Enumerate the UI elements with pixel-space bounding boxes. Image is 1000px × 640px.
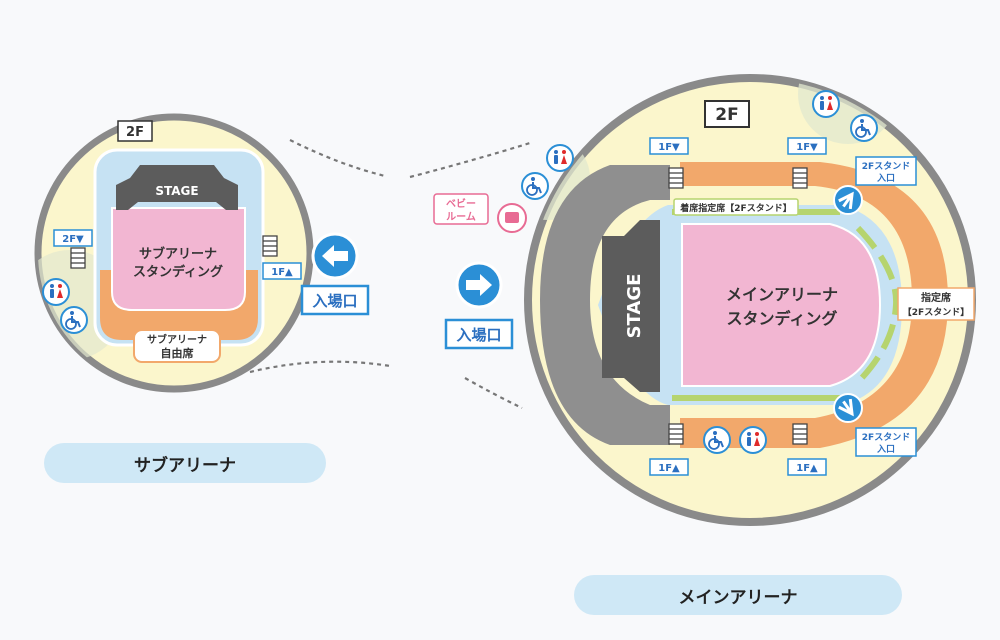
- restroom-icon: [546, 144, 574, 172]
- main-floor-label-box: [704, 100, 750, 128]
- sub-entrance-label: 入場口: [312, 292, 357, 310]
- main-stand-entrance-top-line2: 入口: [876, 173, 895, 184]
- arrow-left-icon: [322, 245, 348, 267]
- main-stand-entrance-bottom-line2: 入口: [876, 444, 895, 455]
- restroom-icon: [812, 90, 840, 118]
- baby-room-line1: ベビー: [446, 197, 476, 210]
- main-seated-reserved-badge: [673, 198, 799, 216]
- sub-free-seat-badge: [133, 329, 221, 363]
- restroom-icon: [42, 278, 70, 306]
- sub-free-seat-line1: サブアリーナ: [147, 333, 207, 346]
- stroller-icon: [505, 212, 519, 223]
- main-stage: [602, 220, 660, 392]
- sub-standing-label-line1: サブアリーナ: [139, 246, 217, 262]
- stairs-icon: [792, 423, 808, 445]
- sub-entrance-badge: [300, 284, 370, 316]
- main-stage-label: STAGE: [624, 274, 645, 339]
- main-stand-entrance-top-line1: 2Fスタンド: [862, 160, 910, 172]
- main-standing-label-line2: スタンディング: [727, 309, 838, 328]
- wheelchair-icon: [703, 426, 731, 454]
- restroom-icon: [739, 426, 767, 454]
- main-stair-1f-down-badge-left: [649, 137, 689, 155]
- main-arena-caption: メインアリーナ: [574, 575, 902, 615]
- main-grey-stand: [540, 165, 670, 445]
- main-standing-label-line1: メインアリーナ: [726, 285, 838, 304]
- connector-line-main-top: [409, 141, 531, 179]
- connector-line-bottom-left: [249, 360, 391, 374]
- baby-room-line2: ルーム: [446, 211, 476, 223]
- sub-arena-caption: サブアリーナ: [44, 443, 326, 483]
- main-stair-1f-down-label-left: 1F▼: [658, 142, 680, 153]
- main-stand-area: [680, 162, 948, 448]
- wheelchair-icon: [521, 172, 549, 200]
- stairs-icon: [668, 423, 684, 445]
- wheelchair-icon: [850, 114, 878, 142]
- connector-line-top: [289, 139, 386, 178]
- main-entrance-label: 入場口: [456, 326, 501, 344]
- main-stand-entrance-bottom-badge: [855, 427, 917, 457]
- main-reserved-line1: 指定席: [921, 291, 951, 304]
- main-stair-1f-up-badge-right: [787, 458, 827, 476]
- main-reserved-badge: [897, 287, 975, 321]
- sub-stair-2f-down-label: 2F▼: [62, 234, 84, 245]
- stairs-icon: [262, 235, 278, 257]
- arrow-right-icon: [466, 274, 492, 296]
- sub-free-seat-line2: 自由席: [161, 346, 194, 360]
- stairs-icon: [668, 167, 684, 189]
- sub-arena: STAGE サブアリーナ スタンディング サブアリーナ 自由席 2F 2F▼ 1…: [34, 113, 314, 393]
- sub-arena-stage: [116, 165, 238, 210]
- sub-stage-label: STAGE: [155, 184, 198, 198]
- connector-line-main-bottom: [464, 377, 523, 409]
- main-stair-1f-up-badge-left: [649, 458, 689, 476]
- main-arena: STAGE メインアリーナ スタンディング 着席指定席【2Fスタンド】 指定席 …: [433, 74, 976, 526]
- main-stair-1f-up-label-left: 1F▲: [658, 463, 680, 474]
- sub-standing-label-line2: スタンディング: [133, 264, 223, 280]
- arrow-up-icon: [838, 191, 854, 210]
- arrow-down-icon: [838, 398, 854, 417]
- main-reserved-line2: 【2Fスタンド】: [903, 306, 969, 318]
- main-entrance-badge: [444, 318, 514, 350]
- main-stair-1f-down-badge-right: [787, 137, 827, 155]
- main-stair-1f-up-label-right: 1F▲: [796, 463, 818, 474]
- wheelchair-icon: [60, 306, 88, 334]
- sub-arena-standing-area: [111, 207, 246, 311]
- main-stair-1f-down-label-right: 1F▼: [796, 142, 818, 153]
- stairs-icon: [792, 167, 808, 189]
- main-standing-area: [681, 223, 882, 387]
- main-stand-entrance-bottom-line1: 2Fスタンド: [862, 431, 910, 443]
- main-floor-label: 2F: [715, 105, 738, 125]
- main-stand-entrance-top-badge: [855, 156, 917, 186]
- main-seated-reserved-label: 着席指定席【2Fスタンド】: [679, 202, 791, 214]
- sub-stair-1f-up-badge: [262, 262, 302, 280]
- baby-room-badge: [433, 193, 489, 225]
- stairs-icon: [70, 247, 86, 269]
- sub-stair-2f-down-badge: [53, 229, 93, 247]
- sub-stair-1f-up-label: 1F▲: [271, 267, 293, 278]
- sub-floor-label-box: [117, 120, 153, 142]
- sub-floor-label: 2F: [126, 125, 144, 140]
